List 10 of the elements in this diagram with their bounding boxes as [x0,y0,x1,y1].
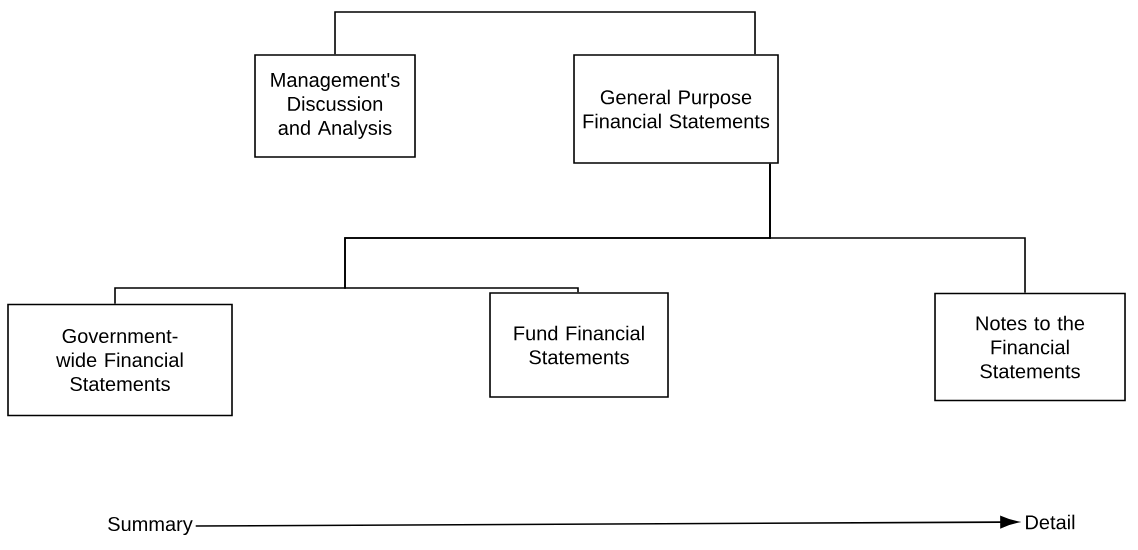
connector-line [769,163,1026,294]
statement-box: General Purpose Financial Statements [573,54,779,164]
statement-box: Fund Financial Statements [489,292,669,398]
statement-box: Notes to the Financial Statements [934,292,1126,402]
arrow [194,515,1019,529]
axis-label: Summary [108,516,193,536]
connector-line [334,11,756,55]
statement-box: Government-wide Financial Statements [7,303,233,417]
axis-label: Detail [1026,514,1075,530]
statement-box: Management's Discussion and Analysis [254,54,416,158]
